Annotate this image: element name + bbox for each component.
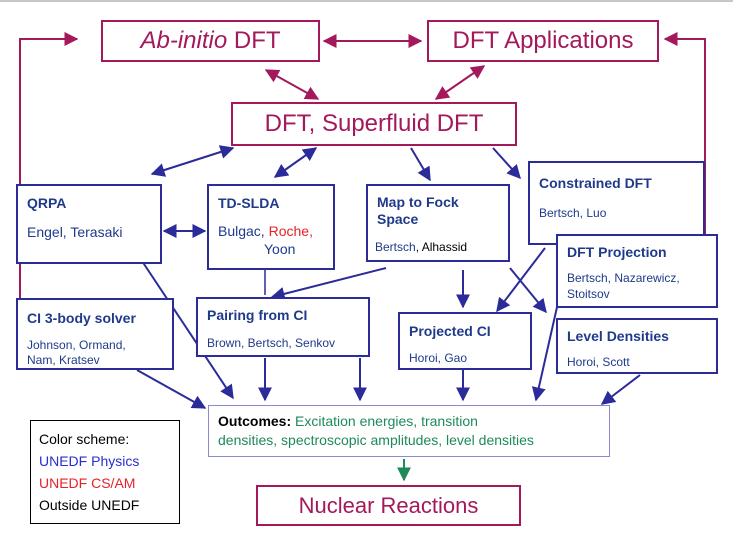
dft-applications-label: DFT Applications bbox=[452, 27, 634, 54]
pairing-ci-box: Pairing from CI Brown, Bertsch, Senkov bbox=[196, 297, 370, 357]
nuclear-reactions-box: Nuclear Reactions bbox=[256, 485, 521, 526]
outcomes-box: Outcomes: Excitation energies, transitio… bbox=[208, 405, 610, 457]
abinitio-rest: DFT bbox=[227, 27, 281, 54]
legend-heading: Color scheme: bbox=[39, 431, 130, 447]
projection-names-line2: Stoitsov bbox=[567, 287, 610, 301]
constrained-dft-box: Constrained DFT Bertsch, Luo bbox=[528, 161, 705, 245]
arrow-leveldensities-outcomes bbox=[600, 374, 641, 405]
fock-title-line1: Map to Fock bbox=[377, 194, 459, 210]
projection-title: DFT Projection bbox=[567, 244, 667, 260]
level-densities-box: Level Densities Horoi, Scott bbox=[556, 318, 718, 374]
outcomes-line1: Outcomes: Excitation energies, transitio… bbox=[218, 413, 478, 429]
tdslda-title: TD-SLDA bbox=[218, 195, 280, 211]
arrow-ci3-outcomes bbox=[136, 369, 207, 409]
color-scheme-legend: Color scheme: UNEDF Physics UNEDF CS/AM … bbox=[30, 420, 180, 524]
tdslda-box: TD-SLDA Bulgac, Roche, Yoon bbox=[207, 184, 335, 270]
abinitio-dft-box: Ab-initio DFT bbox=[101, 20, 320, 62]
qrpa-box: QRPA Engel, Terasaki bbox=[16, 184, 162, 264]
legend-outside: Outside UNEDF bbox=[39, 497, 140, 513]
outcomes-line2: densities, spectroscopic amplitudes, lev… bbox=[218, 432, 534, 448]
outcomes-text-1: Excitation energies, transition bbox=[291, 413, 478, 429]
ci3-title: CI 3-body solver bbox=[27, 310, 136, 326]
abinitio-em: Ab-initio bbox=[140, 27, 228, 54]
tdslda-name-roche: Roche, bbox=[268, 223, 313, 239]
ci3-names-line1: Johnson, Ormand, bbox=[27, 338, 126, 352]
superfluid-dft-label: DFT, Superfluid DFT bbox=[264, 110, 484, 137]
top-divider bbox=[0, 0, 733, 2]
arrow-superfluid-qrpa bbox=[150, 145, 235, 177]
tdslda-name-yoon: Yoon bbox=[264, 241, 296, 257]
dft-projection-box: DFT Projection Bertsch, Nazarewicz, Stoi… bbox=[556, 234, 718, 308]
pairing-names: Brown, Bertsch, Senkov bbox=[207, 336, 336, 350]
fock-title-line2: Space bbox=[377, 211, 419, 227]
superfluid-dft-box: DFT, Superfluid DFT bbox=[231, 102, 517, 146]
level-densities-names: Horoi, Scott bbox=[567, 355, 630, 369]
ci-3body-box: CI 3-body solver Johnson, Ormand, Nam, K… bbox=[16, 298, 174, 370]
arrow-superfluid-tdslda bbox=[273, 147, 318, 178]
arrow-fock-pairing bbox=[270, 267, 387, 301]
fock-space-box: Map to Fock Space Bertsch, Alhassid bbox=[366, 184, 510, 262]
tdslda-name-bulgac: Bulgac, bbox=[218, 223, 269, 239]
projected-ci-title: Projected CI bbox=[409, 323, 491, 339]
projected-ci-names: Horoi, Gao bbox=[409, 351, 468, 365]
constrained-names: Bertsch, Luo bbox=[539, 206, 607, 220]
fock-name-alhassid: , Alhassid bbox=[415, 240, 468, 254]
arrow-constrained-projectedci bbox=[496, 247, 546, 313]
fock-names: Bertsch, Alhassid bbox=[375, 239, 467, 255]
ci3-names-line2: Nam, Kratsev bbox=[27, 353, 100, 367]
nuclear-reactions-label: Nuclear Reactions bbox=[298, 492, 479, 518]
projected-ci-box: Projected CI Horoi, Gao bbox=[398, 312, 532, 370]
arrow-projection-to-applications bbox=[663, 32, 706, 234]
legend-physics: UNEDF Physics bbox=[39, 453, 140, 469]
arrow-applications-superfluid bbox=[434, 65, 486, 100]
qrpa-names: Engel, Terasaki bbox=[27, 224, 123, 240]
fock-name-bertsch: Bertsch bbox=[375, 240, 416, 254]
constrained-title: Constrained DFT bbox=[539, 175, 652, 191]
level-densities-title: Level Densities bbox=[567, 328, 669, 344]
outcomes-label: Outcomes: bbox=[218, 413, 292, 429]
pairing-title: Pairing from CI bbox=[207, 307, 308, 323]
arrow-qrpa-outcomes bbox=[139, 257, 234, 400]
projection-names-line1: Bertsch, Nazarewicz, bbox=[567, 271, 680, 285]
tdslda-names-line1: Bulgac, Roche, bbox=[218, 223, 313, 239]
legend-csam: UNEDF CS/AM bbox=[39, 475, 136, 491]
arrow-superfluid-fock bbox=[410, 147, 431, 182]
dft-applications-box: DFT Applications bbox=[427, 20, 659, 62]
arrow-fock-leveldensities bbox=[509, 267, 547, 314]
qrpa-title: QRPA bbox=[27, 195, 67, 211]
arrow-abinitio-superfluid bbox=[264, 69, 320, 100]
arrow-superfluid-constrained bbox=[492, 147, 521, 180]
